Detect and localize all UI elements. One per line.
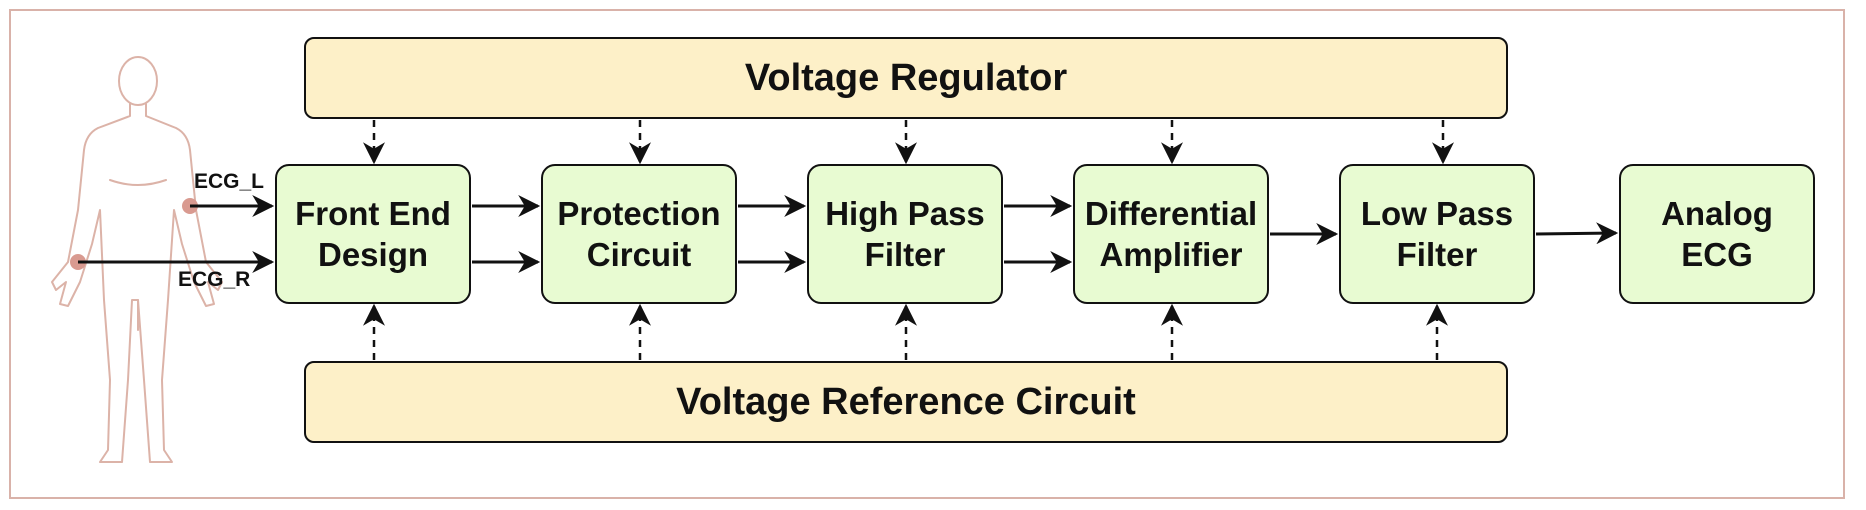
front-end-design-block: Front End Design <box>275 164 471 304</box>
reference-arrows <box>363 303 1448 360</box>
diagram-frame <box>9 9 1845 499</box>
electrode-leads <box>78 195 275 273</box>
high-pass-filter-block: High Pass Filter <box>807 164 1003 304</box>
analog-ecg-block: Analog ECG <box>1619 164 1815 304</box>
regulator-supply-arrows <box>363 120 1454 165</box>
electrode-left-label: ECG_L <box>194 170 265 193</box>
human-body-icon <box>51 56 223 463</box>
electrode-right-label: ECG_R <box>178 268 251 291</box>
differential-amplifier-block: Differential Amplifier <box>1073 164 1269 304</box>
signal-arrows <box>472 195 1619 273</box>
voltage-regulator-block: Voltage Regulator <box>304 37 1508 119</box>
low-pass-filter-block: Low Pass Filter <box>1339 164 1535 304</box>
protection-circuit-block: Protection Circuit <box>541 164 737 304</box>
voltage-reference-block: Voltage Reference Circuit <box>304 361 1508 443</box>
